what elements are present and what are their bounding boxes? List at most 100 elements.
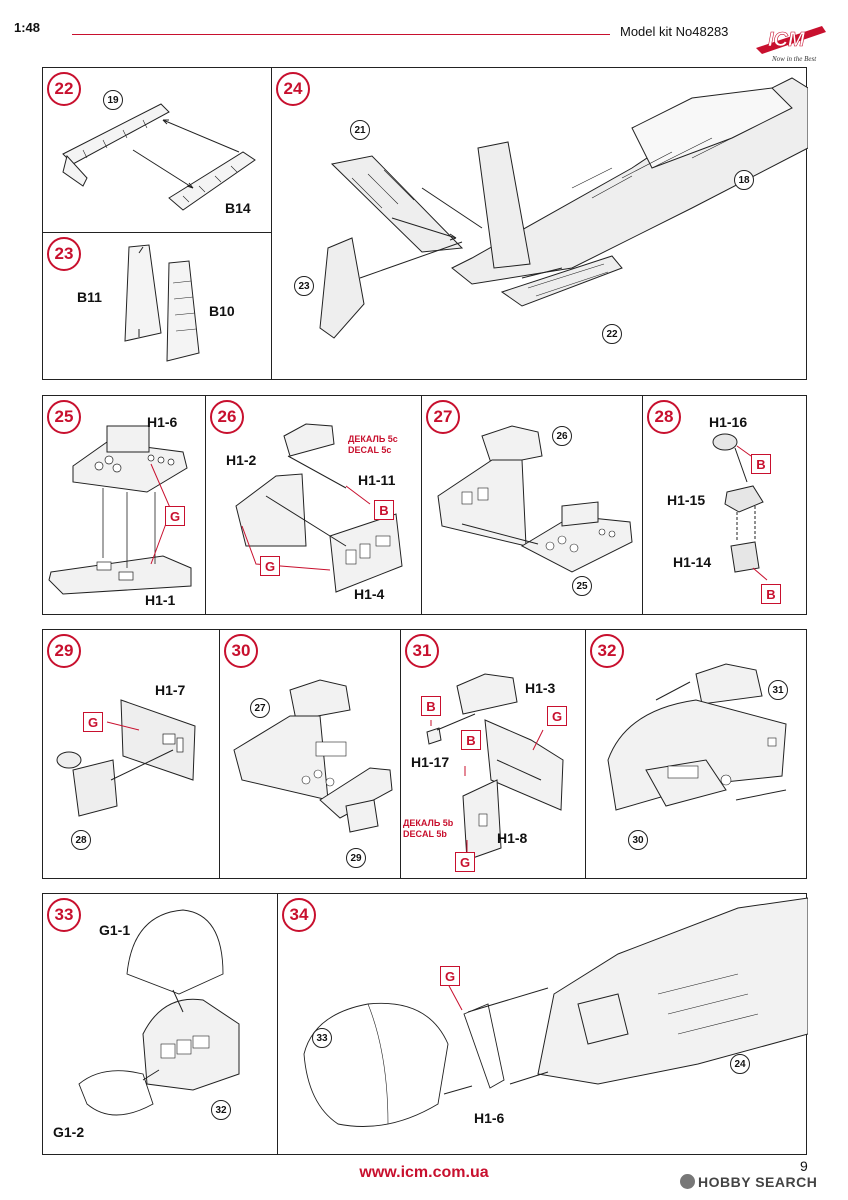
decal-5b-en: DECAL 5b <box>403 829 447 839</box>
part-label-h1-6: H1-6 <box>474 1110 505 1126</box>
part-label-h1-8: H1-8 <box>497 830 528 846</box>
color-tag-g: G <box>83 712 103 732</box>
ref-part-18: 18 <box>734 170 754 190</box>
ref-step-33: 33 <box>312 1028 332 1048</box>
page-number: 9 <box>800 1158 808 1174</box>
step-28-illustration <box>712 433 768 581</box>
step-26-illustration <box>235 423 403 593</box>
color-tag-g: G <box>440 966 460 986</box>
step-29-panel: 29 H1-7 G 28 <box>42 629 220 879</box>
part-label-b14: B14 <box>225 200 251 216</box>
color-tag-b: B <box>761 584 781 604</box>
ref-part-21: 21 <box>350 120 370 140</box>
step-24-panel: 24 21 18 23 22 <box>271 67 808 380</box>
step-27-number: 27 <box>426 400 460 434</box>
color-tag-b: B <box>421 696 441 716</box>
footer-url[interactable]: www.icm.com.ua <box>359 1164 489 1181</box>
step-22-panel: 22 19 B14 <box>42 67 272 233</box>
step-24-illustration <box>319 77 808 339</box>
step-28-panel: 28 H1-16 B H1-15 H1-14 B <box>642 395 807 615</box>
decal-5c-note: ДЕКАЛЬ 5c DECAL 5c <box>348 434 398 456</box>
part-label-h1-2: H1-2 <box>226 452 257 468</box>
part-label-h1-3: H1-3 <box>525 680 556 696</box>
part-label-h1-11: H1-11 <box>358 472 396 488</box>
part-label-h1-16: H1-16 <box>709 414 748 430</box>
step-29-number: 29 <box>47 634 81 668</box>
color-tag-g: G <box>260 556 280 576</box>
icm-logo: ICM Now in the Best <box>756 26 826 63</box>
kit-number: Model kit No48283 <box>620 24 729 39</box>
step-31-illustration <box>426 673 564 861</box>
step-29-illustration <box>56 699 196 817</box>
step-23-number: 23 <box>47 237 81 271</box>
step-30-illustration <box>233 679 393 833</box>
ref-step-24: 24 <box>730 1054 750 1074</box>
step-22-number: 22 <box>47 72 81 106</box>
step-32-illustration <box>607 663 787 811</box>
part-label-h1-17: H1-17 <box>411 754 450 770</box>
part-label-h1-4: H1-4 <box>354 586 385 602</box>
part-label-h1-1: H1-1 <box>145 592 176 608</box>
decal-5b-note: ДЕКАЛЬ 5b DECAL 5b <box>403 818 453 840</box>
step-34-illustration <box>303 897 808 1127</box>
header-rule <box>72 34 610 35</box>
part-label-g1-1: G1-1 <box>99 922 131 938</box>
ref-step-27: 27 <box>250 698 270 718</box>
step-23-illustration <box>124 244 200 362</box>
ref-step-32: 32 <box>211 1100 231 1120</box>
step-33-panel: 33 G1-1 32 G1-2 <box>42 893 278 1155</box>
part-label-b10: B10 <box>209 303 235 319</box>
part-label-b11: B11 <box>77 289 102 305</box>
step-25-panel: 25 H1-6 G H1-1 <box>42 395 206 615</box>
color-tag-b: B <box>461 730 481 750</box>
step-33-illustration <box>78 909 240 1116</box>
step-24-number: 24 <box>276 72 310 106</box>
step-33-number: 33 <box>47 898 81 932</box>
ref-step-29: 29 <box>346 848 366 868</box>
step-28-number: 28 <box>647 400 681 434</box>
ref-step-26: 26 <box>552 426 572 446</box>
watermark-text: HOBBY SEARCH <box>698 1174 818 1190</box>
part-label-h1-14: H1-14 <box>673 554 712 570</box>
step-31-panel: 31 H1-3 B G B H1-17 ДЕКАЛЬ 5b DECAL 5b H… <box>400 629 586 879</box>
decal-5c-ru: ДЕКАЛЬ 5c <box>348 434 398 444</box>
step-32-panel: 32 31 30 <box>585 629 807 879</box>
step-23-panel: 23 B11 B10 <box>42 232 272 380</box>
step-25-illustration <box>48 425 192 595</box>
part-label-g1-2: G1-2 <box>53 1124 85 1140</box>
step-27-illustration <box>437 425 633 573</box>
hobby-search-watermark: HOBBY SEARCH <box>680 1174 817 1190</box>
step-26-number: 26 <box>210 400 244 434</box>
step-30-panel: 30 27 29 <box>219 629 401 879</box>
color-tag-g: G <box>455 852 475 872</box>
svg-text:Now in the Best: Now in the Best <box>771 55 817 63</box>
scale-label: 1:48 <box>14 20 41 35</box>
part-label-h1-15: H1-15 <box>667 492 706 508</box>
step-27-panel: 27 26 25 <box>421 395 643 615</box>
decal-5c-en: DECAL 5c <box>348 445 392 455</box>
ref-step-28: 28 <box>71 830 91 850</box>
svg-text:ICM: ICM <box>768 29 806 51</box>
ref-step-30: 30 <box>628 830 648 850</box>
ref-part-22: 22 <box>602 324 622 344</box>
step-34-panel: 34 G 33 24 H1-6 <box>277 893 808 1155</box>
step-30-number: 30 <box>224 634 258 668</box>
part-label-h1-7: H1-7 <box>155 682 186 698</box>
step-26-panel: 26 H1-2 ДЕКАЛЬ 5c DECAL 5c H1-11 B G H1-… <box>205 395 422 615</box>
ref-step-25: 25 <box>572 576 592 596</box>
ref-part-23: 23 <box>294 276 314 296</box>
step-22-illustration <box>62 103 256 211</box>
step-34-number: 34 <box>282 898 316 932</box>
color-tag-b: B <box>751 454 771 474</box>
watermark-icon <box>680 1174 695 1189</box>
step-31-number: 31 <box>405 634 439 668</box>
color-tag-g: G <box>547 706 567 726</box>
color-tag-g: G <box>165 506 185 526</box>
ref-step-31: 31 <box>768 680 788 700</box>
ref-part-19: 19 <box>103 90 123 110</box>
step-32-number: 32 <box>590 634 624 668</box>
step-25-number: 25 <box>47 400 81 434</box>
part-label-h1-6: H1-6 <box>147 414 178 430</box>
color-tag-b: B <box>374 500 394 520</box>
decal-5b-ru: ДЕКАЛЬ 5b <box>403 818 454 828</box>
